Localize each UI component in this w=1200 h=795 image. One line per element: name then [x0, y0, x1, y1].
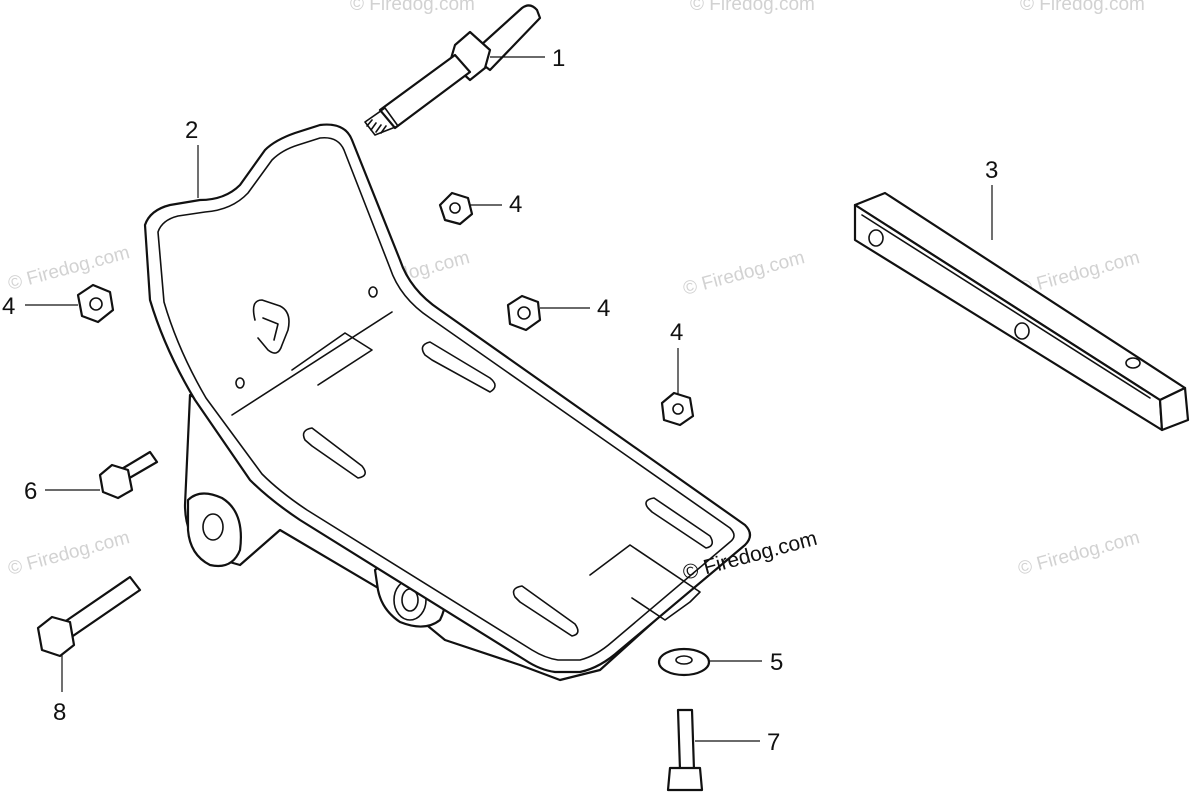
callout-4d: 4	[670, 319, 683, 346]
watermark-text: © Firedog.com	[6, 527, 132, 580]
leader-lines	[25, 56, 993, 742]
mounting-bracket	[143, 123, 752, 682]
callout-labels: 1 2 3 4 4 4 4 5 6 7 8	[2, 45, 998, 756]
flange-nut	[438, 191, 474, 226]
watermark-text: © Firedog.com	[690, 0, 815, 15]
flange-nut	[76, 283, 115, 324]
short-bolt	[98, 450, 159, 500]
callout-2: 2	[185, 117, 198, 144]
watermark-text: © Firedog.com	[681, 247, 807, 300]
washer	[657, 647, 711, 677]
long-bolt	[36, 575, 142, 658]
callout-6: 6	[24, 478, 37, 505]
callout-4a: 4	[509, 191, 522, 218]
callout-3: 3	[985, 157, 998, 184]
long-bolt-with-sleeve	[364, 4, 542, 136]
callout-1: 1	[552, 45, 565, 72]
callout-4c: 4	[597, 295, 610, 322]
watermark-text: © Firedog.com	[6, 242, 132, 295]
callout-5: 5	[770, 649, 783, 676]
square-bar	[853, 191, 1190, 432]
watermark-text: © Firedog.com	[350, 0, 475, 15]
callout-8: 8	[53, 699, 66, 726]
watermark-text: © Firedog.com	[1020, 0, 1145, 15]
flange-nut	[660, 391, 695, 427]
callout-7: 7	[767, 729, 780, 756]
watermark-text: © Firedog.com	[1016, 527, 1142, 580]
flange-bolt	[666, 708, 704, 792]
flange-nut	[506, 294, 542, 332]
callout-4b: 4	[2, 293, 15, 320]
